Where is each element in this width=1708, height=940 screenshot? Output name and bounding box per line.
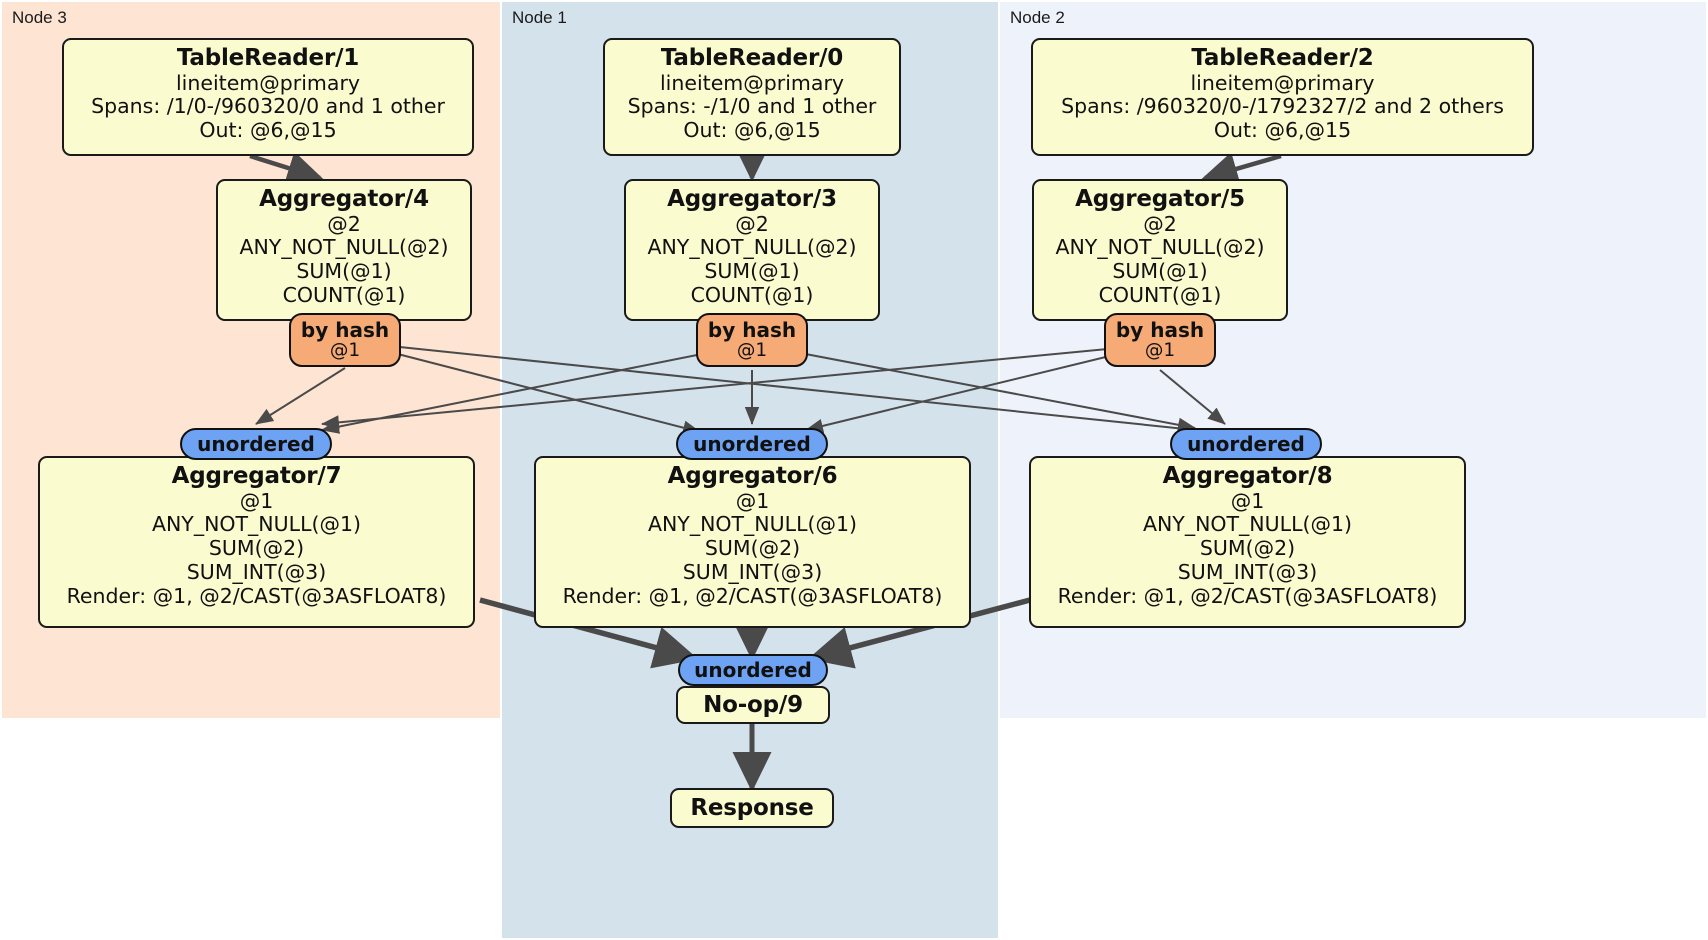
processor-line: @2 <box>327 211 361 236</box>
processor-title: TableReader/1 <box>176 45 360 71</box>
processor-line: SUM_INT(@3) <box>186 559 327 584</box>
processor-line: SUM(@2) <box>704 536 801 561</box>
processor-line: ANY_NOT_NULL(@2) <box>1055 235 1265 260</box>
processor-noop9[interactable]: No-op/9 <box>676 686 830 724</box>
processor-line: SUM_INT(@3) <box>682 559 823 584</box>
processor-render-line: Render: @1, @2/CAST(@3ASFLOAT8) <box>1057 583 1438 608</box>
processor-line: lineitem@primary <box>175 70 361 95</box>
processor-line: ANY_NOT_NULL(@1) <box>151 512 362 537</box>
processor-aggregator4[interactable]: Aggregator/4 @2 ANY_NOT_NULL(@2) SUM(@1)… <box>216 179 472 321</box>
router-title: by hash <box>300 317 390 342</box>
processor-line: SUM(@1) <box>1112 259 1208 284</box>
processor-line: lineitem@primary <box>1190 70 1375 95</box>
processor-line: lineitem@primary <box>659 70 845 95</box>
processor-title: Aggregator/6 <box>667 463 838 489</box>
processor-line: Out: @6,@15 <box>1213 118 1352 143</box>
processor-line: Out: @6,@15 <box>199 118 337 143</box>
processor-tablereader2[interactable]: TableReader/2 lineitem@primary Spans: /9… <box>1031 38 1534 156</box>
processor-line: ANY_NOT_NULL(@2) <box>239 235 449 260</box>
processor-line: Spans: /960320/0-/1792327/2 and 2 others <box>1061 94 1504 119</box>
router-column: @1 <box>329 339 361 361</box>
processor-line: Spans: -/1/0 and 1 other <box>627 94 877 119</box>
processor-line: @2 <box>1143 211 1177 236</box>
router-by-hash-left[interactable]: by hash @1 <box>289 313 401 367</box>
synchronizer-unordered-right[interactable]: unordered <box>1170 428 1322 460</box>
processor-title: Response <box>690 794 814 821</box>
router-title: by hash <box>707 317 797 342</box>
processor-line: COUNT(@1) <box>690 282 814 307</box>
processor-title: No-op/9 <box>703 691 803 718</box>
processor-line: Spans: /1/0-/960320/0 and 1 other <box>91 94 445 119</box>
processor-line: @1 <box>735 488 770 513</box>
processor-tablereader0[interactable]: TableReader/0 lineitem@primary Spans: -/… <box>603 38 901 156</box>
processor-aggregator5[interactable]: Aggregator/5 @2 ANY_NOT_NULL(@2) SUM(@1)… <box>1032 179 1288 321</box>
synchronizer-unordered-left[interactable]: unordered <box>180 428 332 460</box>
processor-line: SUM(@1) <box>296 259 392 284</box>
processor-render-line: Render: @1, @2/CAST(@3ASFLOAT8) <box>66 583 447 608</box>
processor-aggregator6[interactable]: Aggregator/6 @1 ANY_NOT_NULL(@1) SUM(@2)… <box>534 456 971 628</box>
processor-title: Aggregator/7 <box>171 463 342 489</box>
processor-title: TableReader/2 <box>1191 45 1374 71</box>
processor-line: SUM(@2) <box>208 536 305 561</box>
synchronizer-unordered-mid[interactable]: unordered <box>676 428 828 460</box>
processor-line: SUM(@2) <box>1199 536 1296 561</box>
processor-line: @2 <box>735 211 769 236</box>
synchronizer-title: unordered <box>1187 432 1305 456</box>
router-title: by hash <box>1115 317 1205 342</box>
synchronizer-title: unordered <box>197 432 315 456</box>
synchronizer-unordered-final[interactable]: unordered <box>678 654 828 686</box>
processor-response[interactable]: Response <box>670 788 834 828</box>
processor-title: Aggregator/8 <box>1162 463 1333 489</box>
processor-line: @1 <box>1230 488 1265 513</box>
processor-line: COUNT(@1) <box>282 282 406 307</box>
processor-line: @1 <box>239 488 274 513</box>
processor-line: COUNT(@1) <box>1098 282 1222 307</box>
processor-title: Aggregator/3 <box>667 186 837 212</box>
router-column: @1 <box>1144 339 1176 361</box>
processor-title: TableReader/0 <box>660 45 844 71</box>
processor-line: SUM(@1) <box>704 259 800 284</box>
router-column: @1 <box>736 339 768 361</box>
processor-title: Aggregator/4 <box>259 186 429 212</box>
processor-aggregator8[interactable]: Aggregator/8 @1 ANY_NOT_NULL(@1) SUM(@2)… <box>1029 456 1466 628</box>
node-label-node1: Node 1 <box>512 8 567 27</box>
router-by-hash-right[interactable]: by hash @1 <box>1104 313 1216 367</box>
processor-line: ANY_NOT_NULL(@1) <box>1142 512 1353 537</box>
processor-line: SUM_INT(@3) <box>1177 559 1318 584</box>
processor-aggregator3[interactable]: Aggregator/3 @2 ANY_NOT_NULL(@2) SUM(@1)… <box>624 179 880 321</box>
processor-line: ANY_NOT_NULL(@2) <box>647 235 857 260</box>
node-label-node2: Node 2 <box>1010 8 1065 27</box>
processor-render-line: Render: @1, @2/CAST(@3ASFLOAT8) <box>562 583 943 608</box>
processor-title: Aggregator/5 <box>1075 186 1245 212</box>
processor-tablereader1[interactable]: TableReader/1 lineitem@primary Spans: /1… <box>62 38 474 156</box>
processor-aggregator7[interactable]: Aggregator/7 @1 ANY_NOT_NULL(@1) SUM(@2)… <box>38 456 475 628</box>
synchronizer-title: unordered <box>693 432 811 456</box>
node-label-node3: Node 3 <box>12 8 67 27</box>
processor-line: ANY_NOT_NULL(@1) <box>647 512 858 537</box>
router-by-hash-mid[interactable]: by hash @1 <box>696 313 808 367</box>
processor-line: Out: @6,@15 <box>683 118 821 143</box>
synchronizer-title: unordered <box>694 658 812 682</box>
